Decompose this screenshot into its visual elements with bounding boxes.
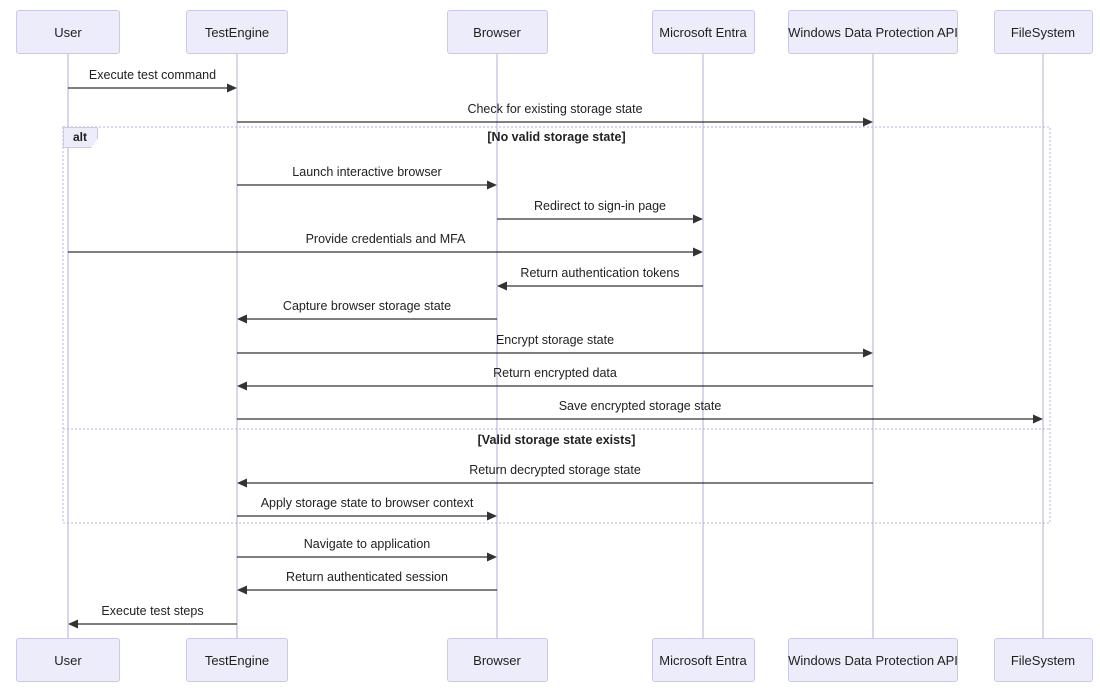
message-arrowhead-12	[487, 552, 497, 562]
message-arrowhead-2	[487, 180, 497, 190]
message-arrowhead-3	[693, 214, 703, 224]
message-label-11: Apply storage state to browser context	[260, 496, 474, 510]
message-arrowhead-1	[863, 117, 873, 127]
participant-label: User	[54, 24, 82, 40]
message-label-7: Encrypt storage state	[495, 333, 615, 347]
message-arrowhead-14	[68, 619, 78, 629]
message-arrowhead-9	[1033, 414, 1043, 424]
message-label-12: Navigate to application	[303, 537, 431, 551]
message-label-4: Provide credentials and MFA	[305, 232, 466, 246]
message-arrowhead-0	[227, 83, 237, 93]
participant-dpapi-bottom: Windows Data Protection API	[788, 638, 958, 682]
message-arrowhead-6	[237, 314, 247, 324]
message-label-3: Redirect to sign-in page	[533, 199, 667, 213]
alt-label: alt	[63, 127, 99, 148]
participant-label: Microsoft Entra	[659, 24, 747, 40]
participant-label: Browser	[473, 24, 521, 40]
message-label-5: Return authentication tokens	[520, 266, 680, 280]
participant-label: Browser	[473, 652, 521, 668]
message-label-13: Return authenticated session	[286, 570, 448, 584]
message-arrowhead-5	[497, 281, 507, 291]
message-arrowhead-8	[237, 381, 247, 391]
participant-label: Windows Data Protection API	[788, 24, 958, 40]
participant-browser-top: Browser	[446, 10, 548, 54]
participant-testengine-top: TestEngine	[186, 10, 288, 54]
message-label-6: Capture browser storage state	[282, 299, 452, 313]
message-arrowhead-13	[237, 585, 247, 595]
participant-label: TestEngine	[204, 652, 270, 668]
message-label-0: Execute test command	[88, 68, 217, 82]
message-label-1: Check for existing storage state	[467, 102, 643, 116]
participant-label: TestEngine	[204, 24, 270, 40]
participant-label: FileSystem	[1010, 24, 1076, 40]
message-arrowhead-7	[863, 348, 873, 358]
message-arrowhead-11	[487, 511, 497, 521]
message-arrowhead-4	[693, 247, 703, 257]
participant-dpapi-top: Windows Data Protection API	[788, 10, 958, 54]
participant-label: Windows Data Protection API	[788, 652, 958, 668]
participant-testengine-bottom: TestEngine	[186, 638, 288, 682]
participant-label: Microsoft Entra	[659, 652, 747, 668]
participant-entra-bottom: Microsoft Entra	[651, 638, 755, 682]
participant-entra-top: Microsoft Entra	[651, 10, 755, 54]
alt-condition-no-valid-storage-state: [No valid storage state]	[487, 130, 626, 144]
alt-condition-valid-storage-state-exists: [Valid storage state exists]	[477, 433, 636, 447]
message-label-10: Return decrypted storage state	[469, 463, 641, 477]
participant-label: User	[54, 652, 82, 668]
participant-filesystem-top: FileSystem	[993, 10, 1093, 54]
participant-label: FileSystem	[1010, 652, 1076, 668]
participant-filesystem-bottom: FileSystem	[993, 638, 1093, 682]
message-label-2: Launch interactive browser	[292, 165, 442, 179]
participant-user-bottom: User	[16, 638, 120, 682]
participant-browser-bottom: Browser	[446, 638, 548, 682]
message-label-9: Save encrypted storage state	[558, 399, 722, 413]
alt-frame	[62, 126, 1051, 524]
message-label-8: Return encrypted data	[493, 366, 617, 380]
message-arrowhead-10	[237, 478, 247, 488]
message-label-14: Execute test steps	[101, 604, 204, 618]
participant-user-top: User	[16, 10, 120, 54]
